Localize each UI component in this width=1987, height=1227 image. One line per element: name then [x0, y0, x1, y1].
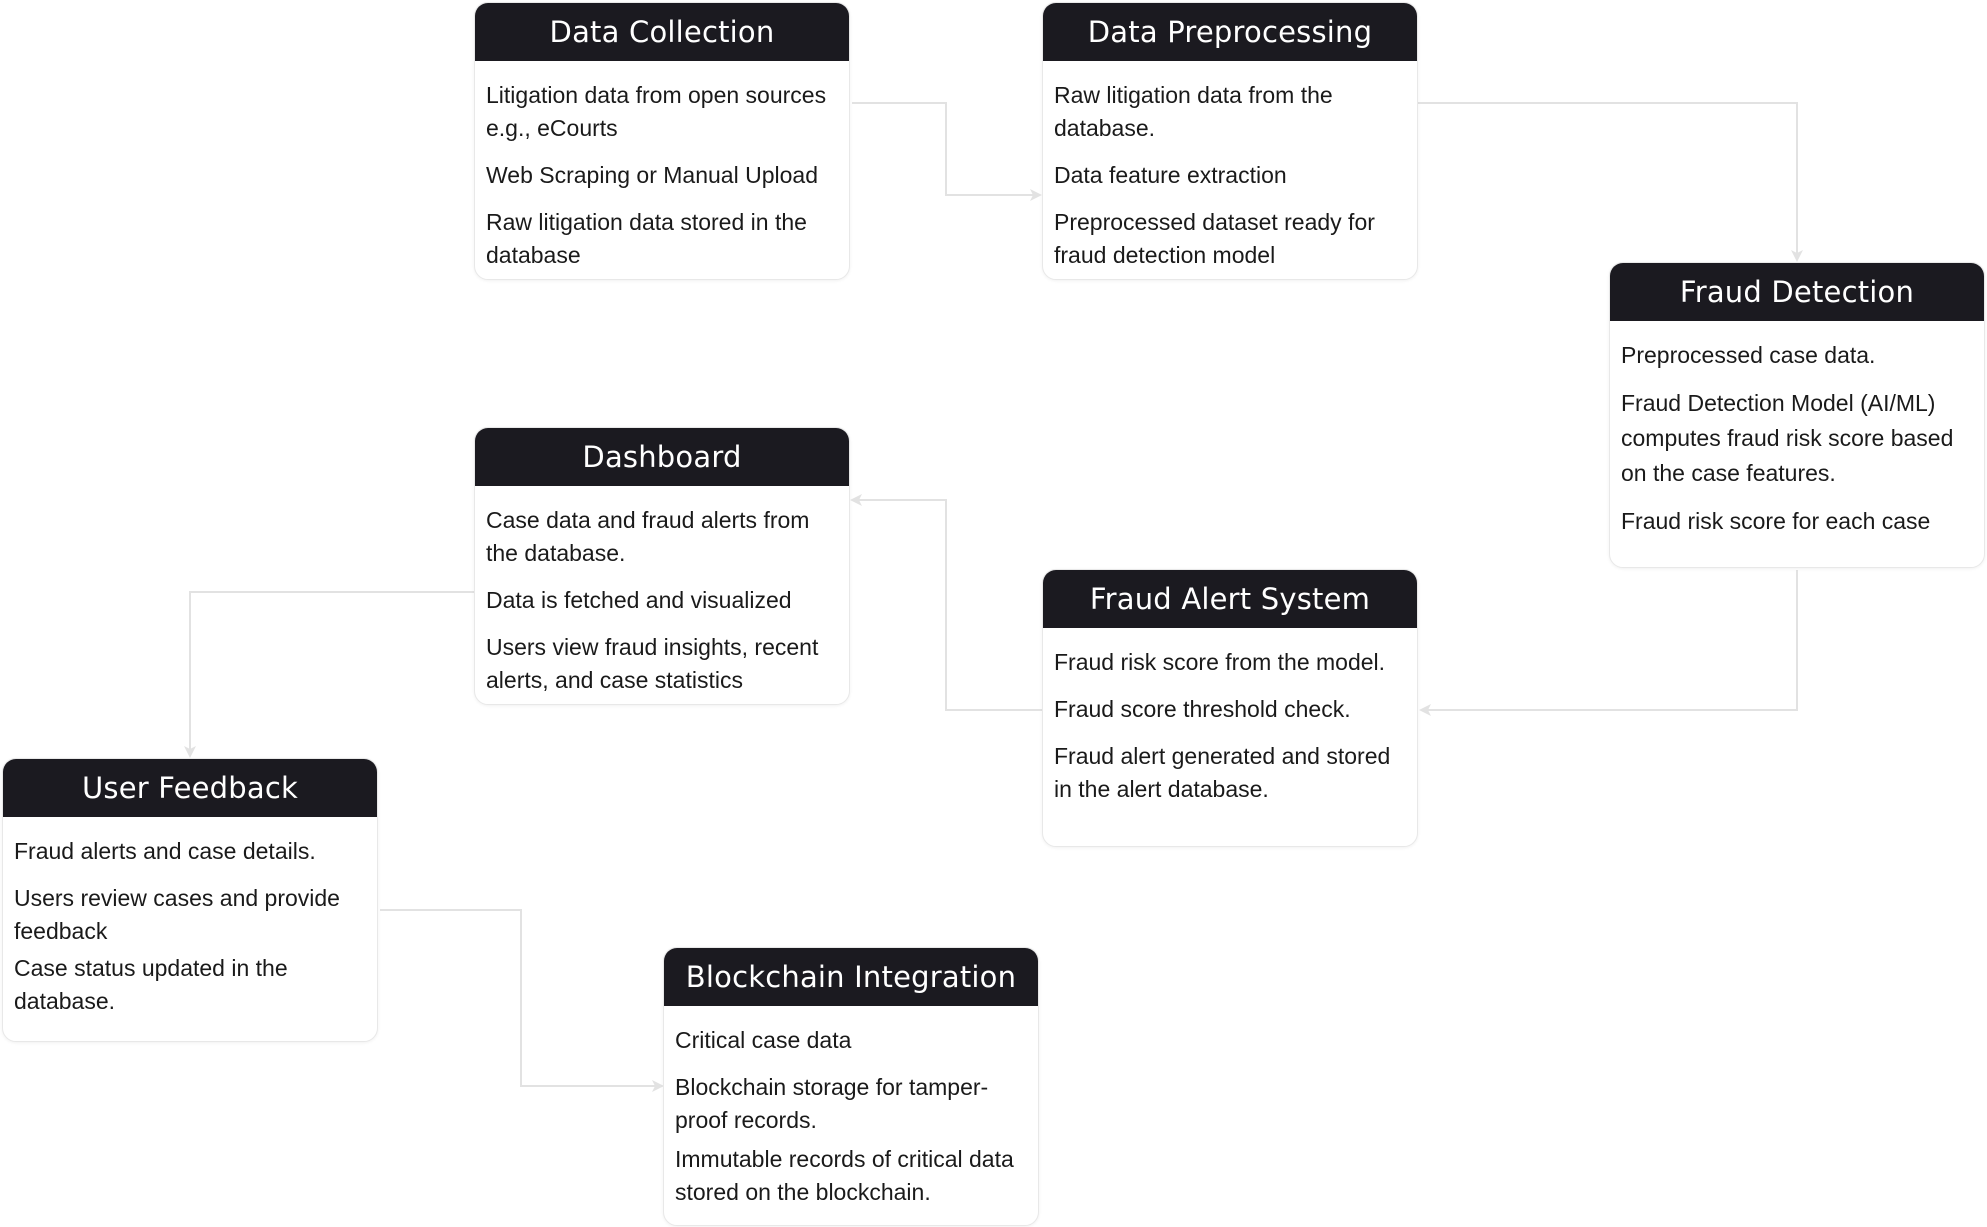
node-item: Raw litigation data from the database.	[1054, 82, 1333, 141]
node-item: Case data and fraud alerts from the data…	[486, 507, 810, 566]
edge-alert-system-to-dashboard	[850, 494, 1042, 711]
node-user-feedback: User Feedback Fraud alerts and case deta…	[2, 758, 378, 1042]
node-item: Data is fetched and visualized	[486, 587, 792, 613]
node-item: Fraud risk score from the model.	[1054, 649, 1386, 675]
node-item: Fraud score threshold check.	[1054, 696, 1351, 722]
node-body: Fraud alerts and case details. Users rev…	[3, 817, 377, 1026]
node-body: Litigation data from open sources e.g., …	[475, 61, 849, 279]
node-item: Data feature extraction	[1054, 162, 1287, 188]
node-title: Data Collection	[475, 3, 849, 61]
node-item: Case status updated in the database.	[14, 955, 288, 1014]
node-blockchain-integration: Blockchain Integration Critical case dat…	[663, 947, 1039, 1226]
node-item: Fraud alerts and case details.	[14, 838, 316, 864]
edge-collection-to-preprocessing	[852, 102, 1042, 201]
node-title: Blockchain Integration	[664, 948, 1038, 1006]
node-item: Fraud alert generated and stored in the …	[1054, 743, 1391, 802]
node-item: Litigation data from open sources e.g., …	[486, 82, 827, 141]
node-item: Web Scraping or Manual Upload	[486, 162, 818, 188]
node-item: Blockchain storage for tamper-proof reco…	[675, 1074, 989, 1133]
edge-fraud-detection-to-alert-system	[1419, 570, 1798, 716]
node-item: Users view fraud insights, recent alerts…	[486, 634, 819, 693]
node-item: Critical case data	[675, 1027, 852, 1053]
edge-user-feedback-to-blockchain	[380, 909, 664, 1092]
node-dashboard: Dashboard Case data and fraud alerts fro…	[474, 427, 850, 705]
node-title: Fraud Detection	[1610, 263, 1984, 321]
node-data-collection: Data Collection Litigation data from ope…	[474, 2, 850, 280]
node-item: Preprocessed case data.	[1621, 342, 1876, 368]
node-body: Fraud risk score from the model. Fraud s…	[1043, 628, 1417, 814]
node-item: Immutable records of critical data store…	[675, 1146, 1014, 1205]
node-body: Preprocessed case data. Fraud Detection …	[1610, 321, 1984, 546]
node-item: Raw litigation data stored in the databa…	[486, 209, 807, 268]
node-title: Dashboard	[475, 428, 849, 486]
node-item: Fraud Detection Model (AI/ML) computes f…	[1621, 390, 1954, 486]
node-body: Raw litigation data from the database. D…	[1043, 61, 1417, 279]
node-fraud-detection: Fraud Detection Preprocessed case data. …	[1609, 262, 1985, 568]
node-body: Case data and fraud alerts from the data…	[475, 486, 849, 704]
node-title: Fraud Alert System	[1043, 570, 1417, 628]
node-item: Preprocessed dataset ready for fraud det…	[1054, 209, 1375, 268]
node-item: Users review cases and provide feedback	[14, 885, 340, 944]
node-title: User Feedback	[3, 759, 377, 817]
node-data-preprocessing: Data Preprocessing Raw litigation data f…	[1042, 2, 1418, 280]
node-body: Critical case data Blockchain storage fo…	[664, 1006, 1038, 1217]
node-item: Fraud risk score for each case	[1621, 508, 1931, 534]
node-fraud-alert-system: Fraud Alert System Fraud risk score from…	[1042, 569, 1418, 847]
node-title: Data Preprocessing	[1043, 3, 1417, 61]
edge-preprocessing-to-fraud-detection	[1418, 102, 1803, 262]
edge-dashboard-to-user-feedback	[184, 591, 474, 758]
